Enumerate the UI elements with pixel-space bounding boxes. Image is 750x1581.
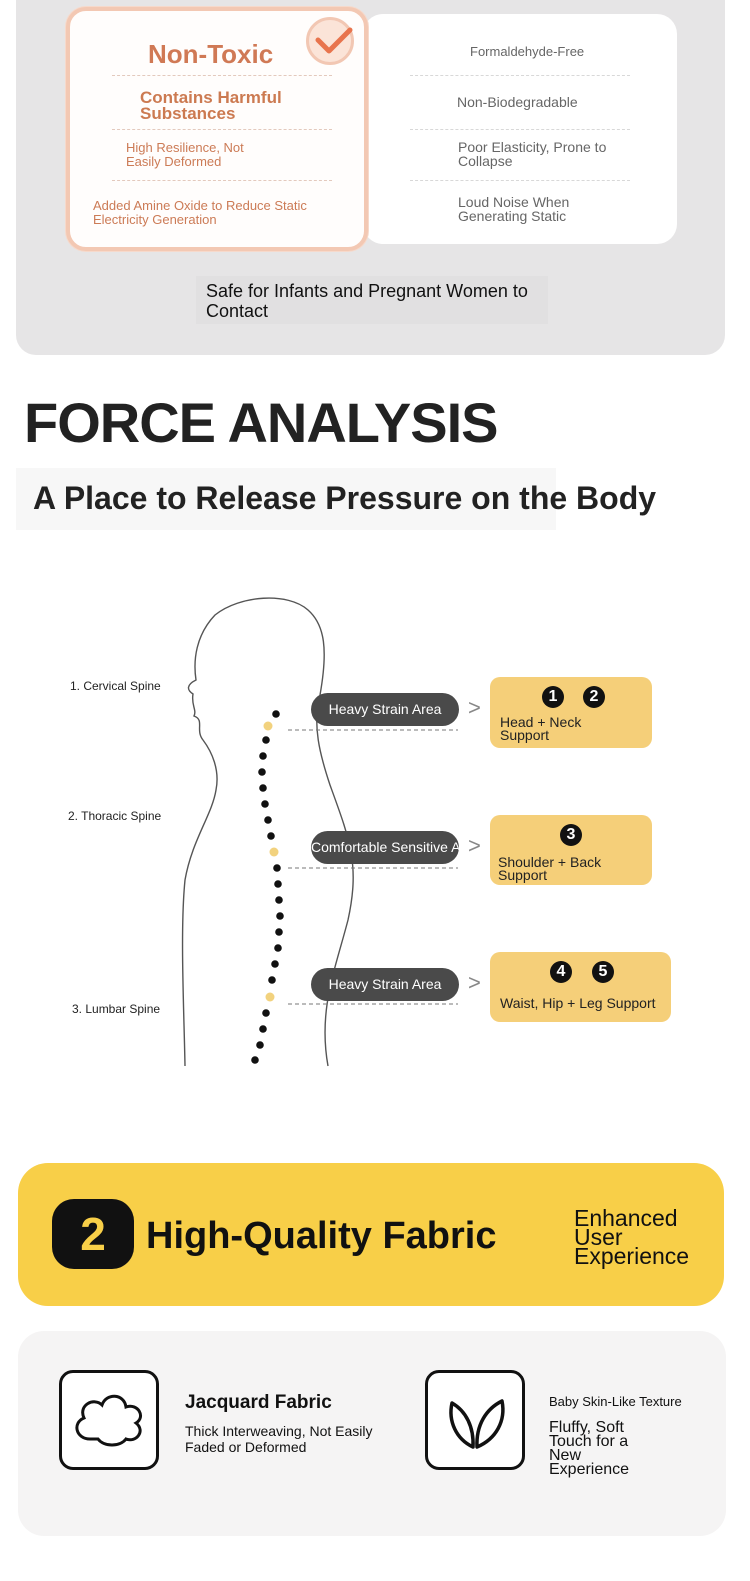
right-item-1: Formaldehyde-Free	[470, 44, 585, 59]
arrow-right-icon: >	[468, 970, 481, 995]
cloud-icon	[59, 1370, 159, 1470]
left-item-1: Contains Harmful Substances	[140, 88, 282, 123]
support-text-waist: Waist, Hip + Leg Support	[500, 995, 656, 1011]
feature-desc-2: Fluffy, Soft Touch for a New Experience	[549, 1419, 630, 1478]
spine-label-lumbar: 3. Lumbar Spine	[72, 1002, 161, 1016]
right-item-3: Poor Elasticity, Prone to Collapse	[458, 139, 607, 169]
body-outline-diagram	[181, 597, 458, 1067]
divider	[112, 75, 332, 76]
number-badge: 1	[542, 686, 564, 708]
number-badge: 4	[550, 961, 572, 983]
support-box-waist	[490, 952, 671, 1022]
right-item-2: Non-Biodegradable	[457, 94, 578, 110]
number-badge: 5	[592, 961, 614, 983]
arrow-right-icon: >	[468, 833, 481, 858]
subtitle-background	[16, 468, 556, 530]
safe-box	[196, 276, 548, 324]
check-icon	[306, 17, 354, 65]
divider	[112, 180, 332, 181]
feature-title-1: Jacquard Fabric	[185, 1392, 332, 1413]
section-number-badge: 2	[52, 1199, 134, 1269]
force-analysis-subtitle: A Place to Release Pressure on the Body	[33, 480, 657, 516]
divider	[410, 129, 630, 130]
non-toxic-title: Non-Toxic	[148, 39, 274, 69]
support-text-head: Head + Neck Support	[500, 714, 582, 743]
spine-label-cervical: 1. Cervical Spine	[70, 679, 161, 693]
left-item-2: High Resilience, Not Easily Deformed	[126, 140, 244, 169]
support-box-head	[490, 677, 652, 748]
divider	[410, 180, 630, 181]
strain-pill-head: Heavy Strain Area	[311, 693, 459, 726]
safe-text: Safe for Infants and Pregnant Women to C…	[206, 281, 528, 321]
spine-dots	[251, 710, 284, 1064]
fabric-banner	[18, 1163, 724, 1306]
leaf-icon	[425, 1370, 525, 1470]
feature-title-2: Baby Skin-Like Texture	[549, 1394, 682, 1409]
fabric-title: High-Quality Fabric	[146, 1215, 497, 1257]
right-item-4: Loud Noise When Generating Static	[458, 194, 570, 224]
force-analysis-title: FORCE ANALYSIS	[24, 391, 498, 454]
number-badge: 2	[583, 686, 605, 708]
left-item-3: Added Amine Oxide to Reduce Static Elect…	[93, 198, 307, 227]
divider	[410, 75, 630, 76]
strain-pill-back: Comfortable Sensitive Area	[311, 831, 459, 864]
spine-label-thoracic: 2. Thoracic Spine	[68, 809, 162, 823]
fabric-side-text: Enhanced User Experience	[574, 1205, 690, 1269]
support-text-back: Shoulder + Back Support	[498, 854, 602, 883]
arrow-right-icon: >	[468, 695, 481, 720]
divider	[112, 129, 332, 130]
feature-desc-1: Thick Interweaving, Not Easily Faded or …	[185, 1423, 373, 1455]
strain-pill-waist: Heavy Strain Area	[311, 968, 459, 1001]
number-badge: 3	[560, 824, 582, 846]
